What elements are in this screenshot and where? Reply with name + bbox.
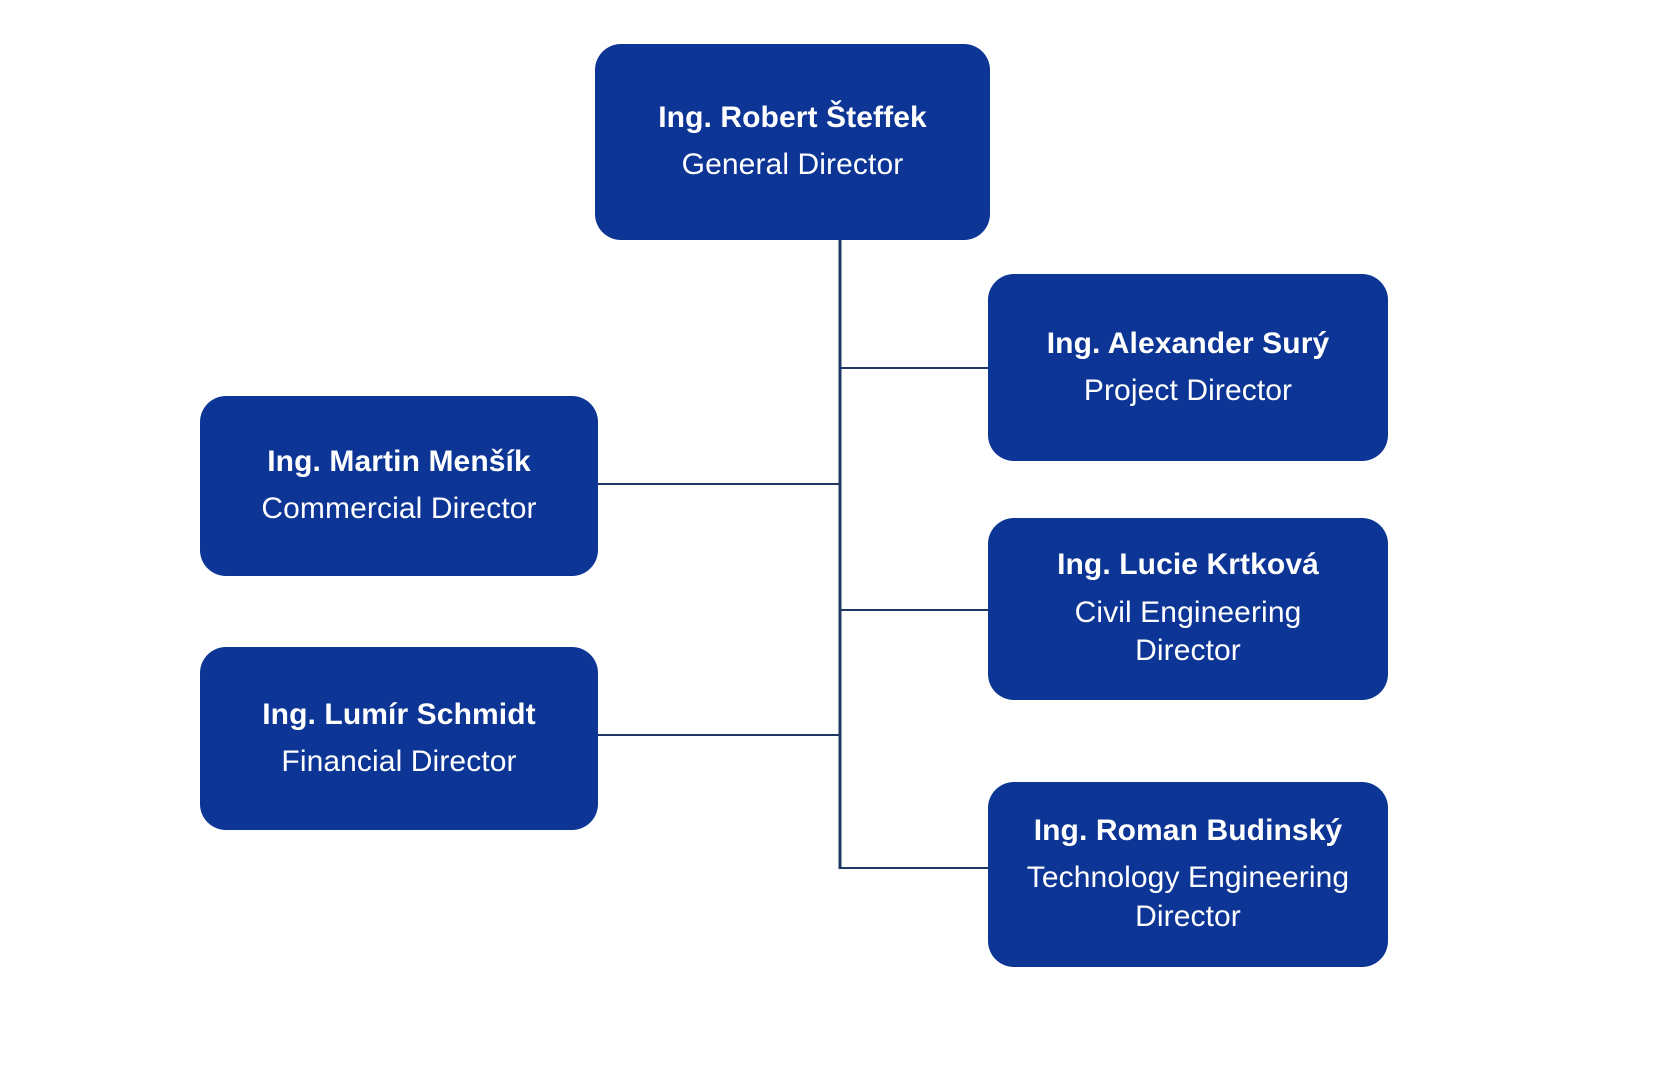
org-node-project-director[interactable]: Ing. Alexander Surý Project Director <box>988 274 1388 461</box>
org-node-title: Financial Director <box>281 744 517 778</box>
org-node-title: Commercial Director <box>261 492 537 525</box>
org-node-name: Ing. Lumír Schmidt <box>262 697 536 731</box>
org-node-technology-engineering-director[interactable]: Ing. Roman Budinský Technology Engineeri… <box>988 782 1388 967</box>
org-node-name: Ing. Robert Šteffek <box>658 101 927 135</box>
org-node-name: Ing. Martin Menšík <box>267 445 531 479</box>
org-node-name: Ing. Roman Budinský <box>1033 813 1343 847</box>
org-node-title: Project Director <box>1083 373 1293 407</box>
org-node-title: Civil Engineering Director <box>1074 595 1302 668</box>
org-node-commercial-director[interactable]: Ing. Martin Menšík Commercial Director <box>200 396 598 576</box>
org-node-general-director[interactable]: Ing. Robert Šteffek General Director <box>595 44 990 240</box>
org-node-name: Ing. Alexander Surý <box>1046 326 1330 360</box>
org-node-title: General Director <box>681 148 904 181</box>
org-node-title: Technology Engineering Director <box>1026 861 1350 933</box>
org-node-civil-engineering-director[interactable]: Ing. Lucie Krtková Civil Engineering Dir… <box>988 518 1388 700</box>
org-node-name: Ing. Lucie Krtková <box>1057 548 1319 582</box>
org-node-financial-director[interactable]: Ing. Lumír Schmidt Financial Director <box>200 647 598 830</box>
